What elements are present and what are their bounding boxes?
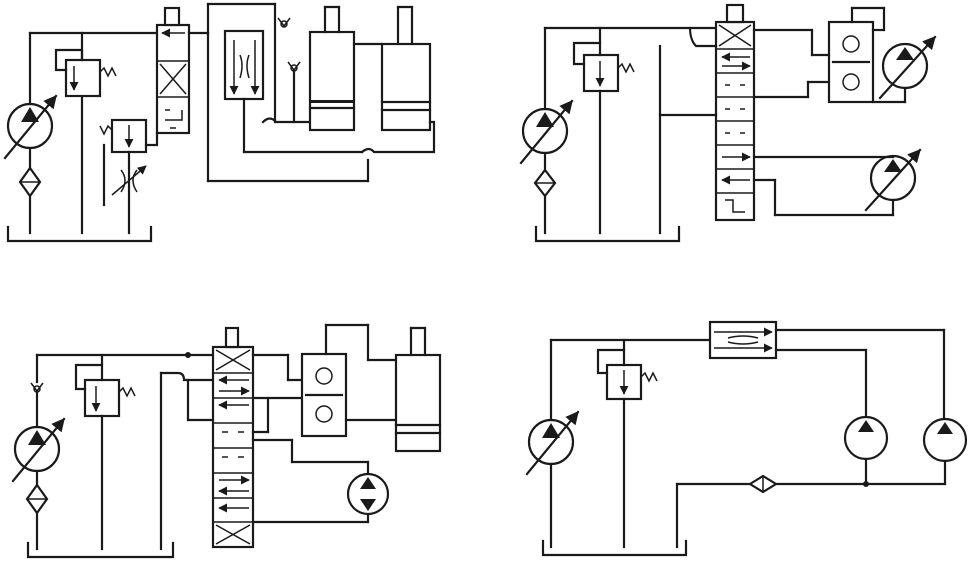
- filter-icon: [25, 483, 49, 515]
- check-valve-icon: [30, 382, 44, 393]
- multi-position-directional-valve-icon: [211, 326, 255, 549]
- flow-divider-icon: [708, 320, 778, 360]
- tank-b: [534, 225, 681, 243]
- relief-valve-icon: [54, 48, 117, 98]
- variable-pump-icon: [3, 94, 58, 160]
- relief-valve-icon: [74, 363, 136, 418]
- relief-valve-icon: [572, 41, 635, 93]
- tank-a: [6, 225, 153, 243]
- motor-icon: [922, 417, 968, 463]
- filter-icon: [18, 166, 42, 198]
- hydraulic-lock-icon: [827, 20, 875, 104]
- circuit-d: [525, 320, 968, 557]
- variable-pump-icon: [519, 99, 574, 165]
- cylinder-icon: [308, 5, 356, 132]
- multi-position-directional-valve-icon: [714, 3, 756, 222]
- tank-c: [26, 541, 175, 559]
- relief-valve-icon: [596, 348, 658, 401]
- filter-icon: [747, 474, 779, 494]
- bidirectional-motor-icon: [346, 472, 390, 516]
- tank-d: [541, 539, 688, 557]
- circuit-b: [519, 3, 937, 243]
- circuit-c: [11, 323, 442, 559]
- check-valve-icon: [277, 17, 301, 72]
- circuit-a: [3, 2, 436, 243]
- flow-regulator-icon: [223, 29, 265, 101]
- cylinder-icon: [394, 326, 442, 453]
- reducing-valve-icon: [99, 118, 159, 154]
- cylinder-icon: [380, 5, 432, 132]
- motor-icon: [843, 415, 889, 461]
- adjustable-throttle-icon: [111, 165, 147, 196]
- variable-pump-icon: [11, 417, 66, 483]
- filter-icon: [533, 168, 557, 198]
- hydraulic-lock-icon: [300, 352, 348, 438]
- variable-pump-icon: [525, 410, 580, 476]
- directional-valve-icon: [155, 6, 191, 135]
- variable-motor-icon: [878, 35, 937, 100]
